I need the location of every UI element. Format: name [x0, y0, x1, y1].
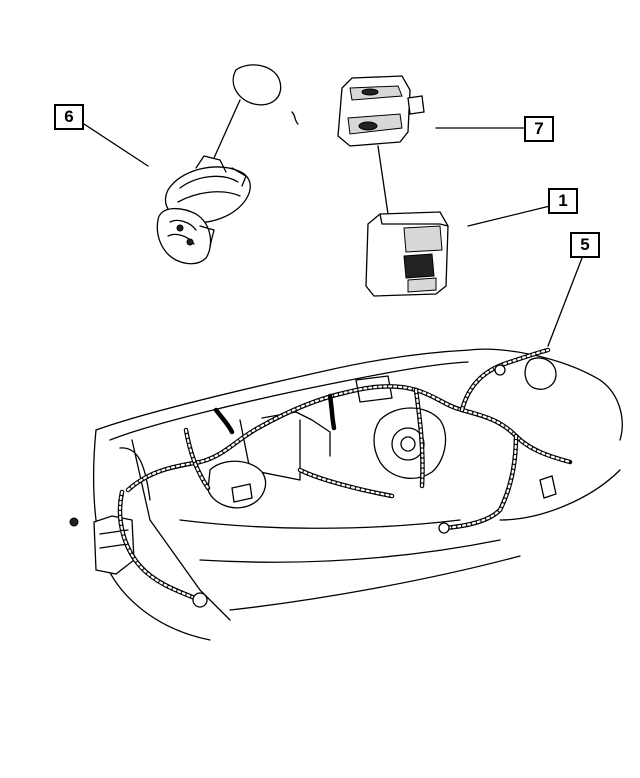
part-6-lamp-assembly	[83, 64, 299, 265]
callout-5: 5	[570, 232, 600, 258]
vehicle-body	[92, 348, 623, 641]
callout-7-label: 7	[534, 119, 544, 138]
part-5-lead-line	[547, 257, 583, 347]
callout-1: 1	[548, 188, 578, 214]
callout-7: 7	[524, 116, 554, 142]
callout-6: 6	[54, 104, 84, 130]
callout-5-label: 5	[580, 235, 590, 254]
wiring-harness	[117, 347, 573, 608]
callout-6-label: 6	[64, 107, 74, 126]
part-7-bracket	[337, 75, 525, 215]
callout-1-label: 1	[558, 191, 568, 210]
part-1-module	[365, 205, 551, 297]
